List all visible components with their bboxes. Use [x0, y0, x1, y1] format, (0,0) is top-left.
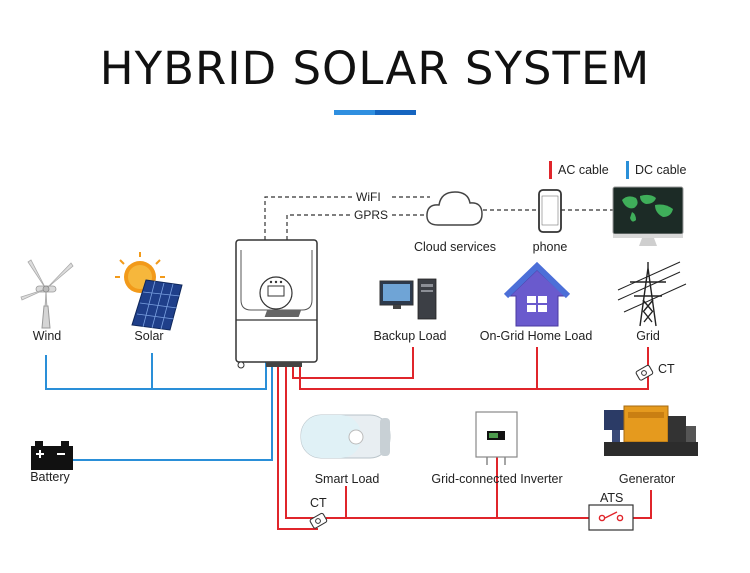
world-map-monitor-icon: [612, 186, 684, 246]
ac-grid-cable: [299, 347, 649, 390]
cloud-services-label: Cloud services: [414, 240, 496, 254]
legend: [549, 161, 629, 179]
ongrid-home-load-label: On-Grid Home Load: [479, 329, 593, 343]
solar-label: Solar: [134, 329, 164, 343]
generator-label: Generator: [618, 472, 676, 486]
hybrid-inverter-icon: [235, 239, 318, 369]
backup-load-label: Backup Load: [373, 329, 447, 343]
wind-dc-cable: [45, 355, 267, 390]
smart-load-label: Smart Load: [314, 472, 380, 486]
grid-label: Grid: [636, 329, 660, 343]
wifi-link-label: WiFI: [356, 190, 381, 204]
wind-turbine-icon: [20, 259, 74, 329]
ct-sensor-bottom-icon: [309, 512, 328, 529]
battery-icon: [31, 441, 73, 470]
ct-grid-label: CT: [658, 362, 675, 376]
ac-legend-swatch: [549, 161, 552, 179]
solar-panel-icon: [115, 252, 183, 331]
ac-bottom-outer: [277, 362, 318, 530]
ac-cable-legend-label: AC cable: [558, 163, 609, 177]
desktop-computer-icon: [264, 278, 437, 320]
ct-sensor-grid-icon: [635, 364, 654, 381]
battery-label: Battery: [30, 470, 70, 484]
ats-label: ATS: [600, 491, 624, 505]
diesel-generator-icon: [604, 405, 698, 456]
grid-connected-inverter-label: Grid-connected Inverter: [431, 472, 563, 486]
house-icon: [503, 261, 571, 327]
ats-switch-icon: [588, 504, 634, 531]
ct-bottom-label: CT: [310, 496, 327, 510]
dc-cables: [45, 353, 273, 461]
grid-inverter-icon: [475, 411, 518, 465]
dc-legend-swatch: [626, 161, 629, 179]
wind-label: Wind: [32, 329, 62, 343]
title-underline: [334, 110, 416, 115]
diagram-title: HYBRID SOLAR SYSTEM: [99, 42, 651, 95]
gprs-link-label: GPRS: [354, 208, 389, 222]
water-heater-icon: [300, 414, 391, 459]
power-pylon-icon: [617, 261, 687, 327]
ac-bottom-inner: [285, 362, 318, 519]
battery-dc-cable: [58, 362, 273, 461]
data-links: [264, 196, 613, 240]
smartphone-icon: [538, 189, 562, 233]
cloud-icon: [426, 191, 483, 226]
ac-backup-cable: [292, 347, 414, 379]
phone-label: phone: [532, 240, 568, 254]
dc-cable-legend-label: DC cable: [635, 163, 687, 177]
